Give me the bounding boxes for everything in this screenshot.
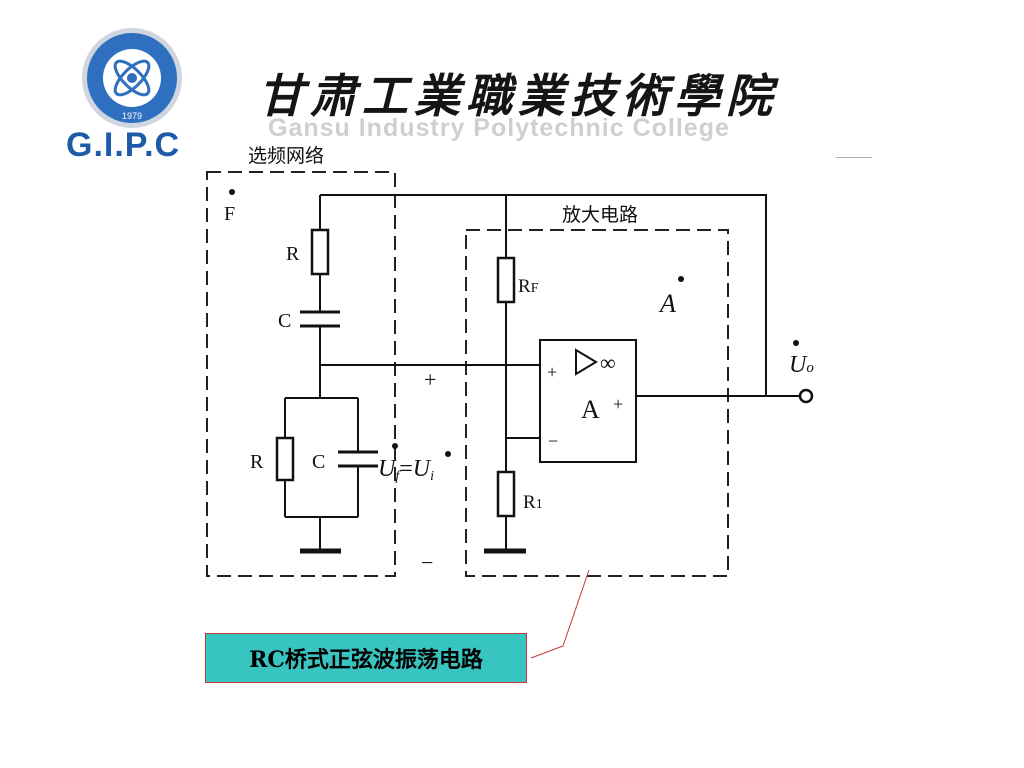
ui-phasor-dot [445, 451, 451, 457]
caption-box: RC桥式正弦波振荡电路 [205, 633, 527, 683]
opamp-triangle-icon [575, 348, 598, 376]
logo-year: 1979 [122, 111, 142, 121]
header-rule [836, 157, 872, 158]
amplifier-label: 放大电路 [562, 204, 638, 226]
resistor-r-top-icon [310, 228, 330, 276]
capacitors [300, 310, 378, 468]
input-minus-sign: − [421, 550, 433, 575]
selector-network-label: 选频网络 [248, 145, 324, 167]
resistor-r1-icon [496, 470, 516, 518]
resistor-r-top-label: R [286, 243, 300, 265]
r1-label: R1 [523, 492, 543, 513]
resistors [275, 228, 516, 518]
opamp-minus-input-label: − [548, 431, 558, 451]
opamp-infinity-label: ∞ [600, 350, 616, 375]
opamp-name-label: A [581, 395, 600, 424]
output-terminal-icon [798, 388, 814, 404]
opamp-output-sign: + [613, 394, 623, 414]
rf-label: RF [518, 276, 539, 297]
caption-text: RC桥式正弦波振荡电路 [249, 647, 483, 673]
gain-phasor-dot [678, 276, 684, 282]
college-logo-icon: 1979 [82, 28, 182, 128]
feedback-input-voltage-label: Uf=Ui [378, 456, 434, 484]
output-phasor-dot [793, 340, 799, 346]
gain-label: A [658, 289, 676, 318]
resistor-rf-icon [496, 256, 516, 304]
resistor-r-bottom-label: R [250, 451, 264, 473]
college-name-chinese: 甘肃工業職業技術學院 [258, 69, 778, 123]
capacitor-series-label: C [278, 310, 291, 332]
selector-network-box [206, 171, 396, 577]
feedback-factor-label: F [224, 203, 235, 225]
college-name-english: Gansu Industry Polytechnic College [268, 114, 730, 142]
capacitor-parallel-label: C [312, 451, 325, 473]
opamp-block [539, 339, 637, 463]
opamp-plus-input-label: + [547, 362, 557, 382]
logo-abbreviation: G.I.P.C [66, 126, 181, 164]
input-plus-sign: + [424, 367, 436, 392]
wire-feedback-top [320, 194, 767, 396]
resistor-r-bottom-icon [275, 436, 295, 482]
uf-phasor-dot [392, 443, 398, 449]
amplifier-box [465, 229, 729, 577]
output-voltage-label: Uo [789, 352, 814, 378]
wires [284, 194, 800, 550]
caption-leader-line [530, 569, 590, 659]
dashed-boxes [206, 171, 729, 577]
feedback-phasor-dot [229, 189, 235, 195]
